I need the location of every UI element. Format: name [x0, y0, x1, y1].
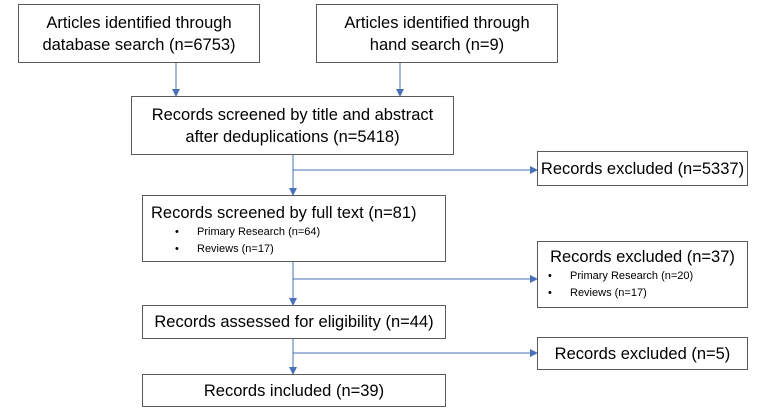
screened-title-line2: after deduplications (n=5418) [185, 127, 400, 146]
screened-title-line1: Records screened by title and abstract [151, 105, 434, 124]
database-search-box: Articles identified through database sea… [18, 4, 260, 63]
excluded-2-title: Records excluded (n=37) [550, 248, 735, 266]
screened-title-box: Records screened by title and abstract a… [131, 96, 454, 155]
included-text: Records included (n=39) [203, 381, 385, 400]
hand-search-box: Articles identified through hand search … [316, 4, 558, 63]
excluded-2-list: Primary Research (n=20) Reviews (n=17) [548, 268, 747, 302]
excluded-3-text: Records excluded (n=5) [554, 344, 731, 363]
excluded-box-1: Records excluded (n=5337) [537, 151, 748, 186]
excluded-1-text: Records excluded (n=5337) [540, 159, 745, 178]
included-box: Records included (n=39) [142, 374, 446, 407]
database-search-line1: Articles identified through [46, 13, 232, 32]
excluded-box-3: Records excluded (n=5) [537, 337, 748, 370]
hand-search-line1: Articles identified through [344, 13, 530, 32]
list-item: Reviews (n=17) [175, 241, 445, 258]
eligibility-box: Records assessed for eligibility (n=44) [142, 305, 446, 339]
excluded-box-2: Records excluded (n=37) Primary Research… [537, 241, 748, 308]
database-search-line2: database search (n=6753) [42, 35, 236, 54]
screened-fulltext-list: Primary Research (n=64) Reviews (n=17) [175, 224, 445, 258]
list-item: Primary Research (n=20) [548, 268, 747, 285]
list-item: Reviews (n=17) [548, 285, 747, 302]
eligibility-text: Records assessed for eligibility (n=44) [154, 313, 434, 331]
list-item: Primary Research (n=64) [175, 224, 445, 241]
hand-search-line2: hand search (n=9) [369, 35, 505, 54]
screened-fulltext-title: Records screened by full text (n=81) [151, 204, 417, 222]
screened-fulltext-box: Records screened by full text (n=81) Pri… [142, 195, 446, 262]
